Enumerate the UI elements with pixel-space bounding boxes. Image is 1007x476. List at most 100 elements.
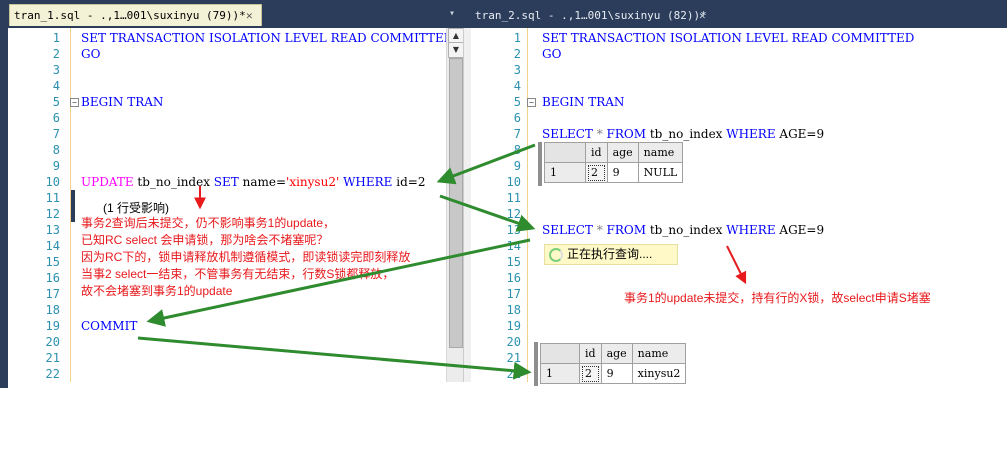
result-message: (1 行受影响) [103,201,170,215]
line-number: 21 [45,351,60,365]
line-number: 9 [513,159,521,173]
line-number: 4 [52,79,60,93]
line-number: 8 [52,143,60,157]
scroll-thumb[interactable] [449,58,463,348]
grid-cell[interactable]: NULL [637,162,684,183]
grid-corner [544,142,586,163]
code-line-7[interactable]: SELECT * FROM tb_no_index WHERE AGE=9 [542,127,825,141]
line-number: 19 [506,319,521,333]
scroll-down-icon[interactable]: ▼ [448,42,464,58]
result-grid-2[interactable]: id age name 1 2 9 xinysu2 [540,343,687,384]
line-number: 16 [506,271,521,285]
line-number: 14 [506,239,521,253]
line-number: 12 [45,207,60,221]
grid-corner [540,343,580,364]
change-marker [71,190,75,222]
line-number: 9 [52,159,60,173]
line-number: 13 [506,223,521,237]
line-number: 6 [52,111,60,125]
annotation-line: 当事2 select一结束，不管事务有无结束，行数S锁都释放， [81,267,395,281]
line-number: 2 [52,47,60,61]
code-line-10[interactable]: UPDATE tb_no_index SET name='xinysu2' WH… [81,175,426,189]
table-row: 1 2 9 xinysu2 [540,363,687,384]
line-number: 13 [45,223,60,237]
line-number: 10 [506,175,521,189]
line-number: 14 [45,239,60,253]
line-number: 12 [506,207,521,221]
line-number: 11 [506,191,521,205]
grid-header[interactable]: id [579,343,602,364]
tab-tran-1[interactable]: tran_1.sql - .,1…001\suxinyu (79))* ✕ [9,4,262,26]
grid-cell[interactable]: 2 [585,162,608,183]
grid-header[interactable]: id [585,142,608,163]
code-line-5[interactable]: BEGIN TRAN [81,95,164,109]
line-number: 20 [45,335,60,349]
grid-header[interactable]: name [637,142,684,163]
close-icon[interactable]: ✕ [246,9,253,22]
line-number: 1 [52,31,60,45]
line-number: 20 [506,335,521,349]
close-icon[interactable]: ✕ [699,9,706,22]
line-number: 11 [45,191,60,205]
line-number: 4 [513,79,521,93]
line-number: 21 [506,351,521,365]
code-line-2[interactable]: GO [81,47,101,61]
result-grid-1[interactable]: id age name 1 2 9 NULL [544,142,684,183]
code-line-2[interactable]: GO [542,47,562,61]
annotation-line: 事务1的update未提交，持有行的X锁，故select申请S堵塞 [624,291,931,305]
code-line-1[interactable]: SET TRANSACTION ISOLATION LEVEL READ COM… [542,31,915,45]
grid-cell[interactable]: xinysu2 [631,363,687,384]
table-row: 1 2 9 NULL [544,162,684,183]
collapse-icon[interactable]: − [527,98,536,107]
line-number: 22 [45,367,60,381]
grid-row-number[interactable]: 1 [544,162,586,183]
window-edge [0,28,8,388]
grid-header[interactable]: age [600,343,633,364]
grid-cell[interactable]: 2 [579,363,602,384]
line-number: 17 [45,287,60,301]
tab-tran-1-title: tran_1.sql - .,1…001\suxinyu (79))* [14,9,246,22]
annotation-line: 已知RC select 会申请锁，那为啥会不堵塞呢？ [81,233,329,247]
grid-header[interactable]: age [606,142,639,163]
spinner-icon [549,248,563,262]
grid-cell[interactable]: 9 [600,363,633,384]
annotation-line: 因为RC下的，锁申请释放机制遵循模式，即读锁读完即刻释放 [81,250,411,264]
line-number: 7 [513,127,521,141]
code-line-5[interactable]: BEGIN TRAN [542,95,625,109]
line-number: 8 [513,143,521,157]
line-number: 15 [45,255,60,269]
line-number: 2 [513,47,521,61]
line-number: 1 [513,31,521,45]
collapse-icon[interactable]: − [70,98,79,107]
vertical-scrollbar[interactable]: ▲ ▼ [446,28,464,382]
code-line-13[interactable]: SELECT * FROM tb_no_index WHERE AGE=9 [542,223,825,237]
line-number: 16 [45,271,60,285]
grid-edge [534,342,538,386]
line-number: 5 [52,95,60,109]
grid-row-number[interactable]: 1 [540,363,580,384]
line-number: 18 [45,303,60,317]
line-number: 19 [45,319,60,333]
code-line-19[interactable]: COMMIT [81,319,138,333]
tab-tran-2-title: tran_2.sql - .,1…001\suxinyu (82))* [475,9,707,22]
line-number: 3 [513,63,521,77]
grid-cell[interactable]: 9 [606,162,639,183]
line-number: 18 [506,303,521,317]
executing-query-status: 正在执行查询.... [544,244,678,265]
line-number: 10 [45,175,60,189]
line-number: 15 [506,255,521,269]
line-number: 7 [52,127,60,141]
code-line-1[interactable]: SET TRANSACTION ISOLATION LEVEL READ COM… [81,31,454,45]
line-number: 6 [513,111,521,125]
chevron-down-icon[interactable]: ▾ [449,8,456,19]
line-number: 3 [52,63,60,77]
annotation-line: 故不会堵塞到事务1的update [81,284,233,298]
annotation-line: 事务2查询后未提交，仍不影响事务1的update， [81,216,336,230]
grid-edge [538,142,542,186]
grid-header[interactable]: name [631,343,687,364]
tab-tran-2[interactable]: tran_2.sql - .,1…001\suxinyu (82))* ✕ [470,4,718,26]
line-number: 22 [506,367,521,381]
line-number: 17 [506,287,521,301]
